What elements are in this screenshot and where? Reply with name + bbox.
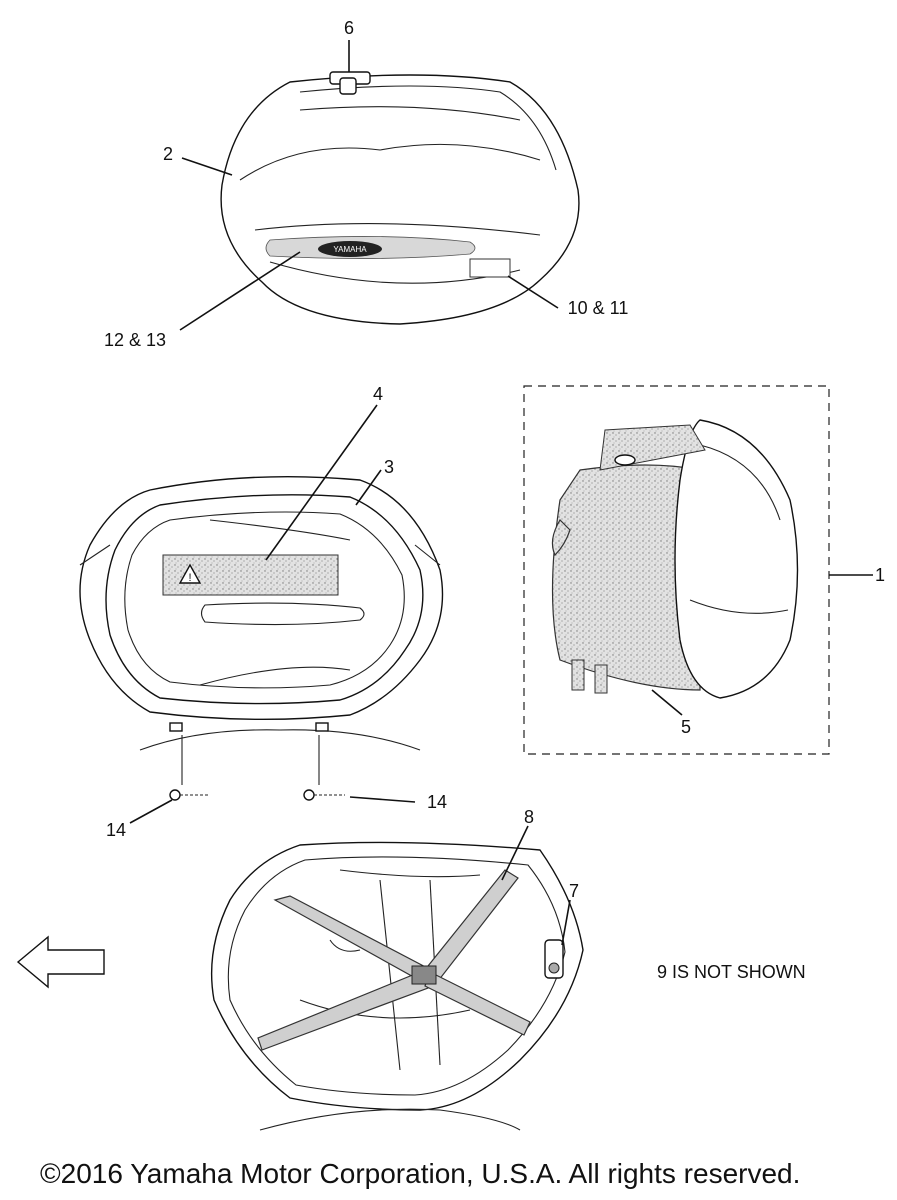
bolt-right: [303, 735, 345, 801]
callout-3: 3: [384, 457, 394, 477]
callout-4: 4: [373, 384, 383, 404]
callout-7: 7: [569, 881, 579, 901]
emblem-label: YAMAHA: [333, 245, 367, 254]
note-not-shown: 9 IS NOT SHOWN: [657, 962, 806, 982]
inner-latch: [544, 939, 564, 979]
direction-arrow-icon: [16, 935, 105, 989]
svg-text:!: !: [188, 572, 191, 584]
callout-5: 5: [681, 717, 691, 737]
emblem-strip: YAMAHA: [265, 236, 476, 259]
case-assembly: [551, 419, 799, 699]
callout-1: 1: [875, 565, 885, 585]
callout-6: 6: [344, 18, 354, 38]
lock-latch: [329, 71, 371, 95]
cargo-net-straps: [257, 869, 531, 1051]
callout-2: 2: [163, 144, 173, 164]
label-plate: [469, 258, 511, 278]
lid-emblem-strip: [200, 602, 365, 626]
hinge-frame: [139, 722, 421, 751]
copyright-notice: ©2016 Yamaha Motor Corporation, U.S.A. A…: [40, 1158, 801, 1189]
bolt-left: [169, 735, 208, 801]
assembly-box: [523, 385, 830, 755]
callout-12-13: 12 & 13: [104, 330, 166, 350]
callout-10-11: 10 & 11: [568, 298, 629, 318]
warning-label: !: [162, 554, 339, 596]
callout-8: 8: [524, 807, 534, 827]
case-lid-inside: [79, 475, 444, 721]
callout-14-left: 14: [106, 820, 126, 840]
callout-14-right: 14: [427, 792, 447, 812]
